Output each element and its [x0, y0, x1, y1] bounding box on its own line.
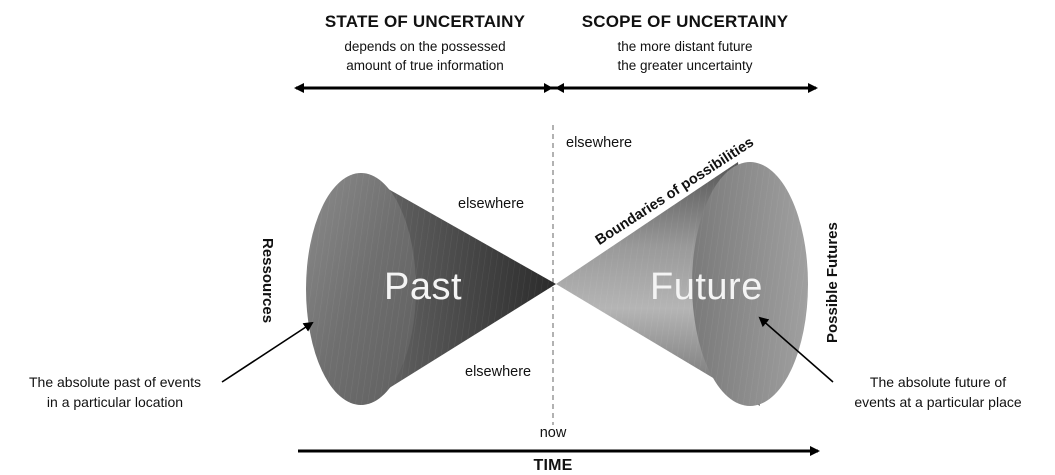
future-annotation-line2: events at a particular place — [854, 394, 1022, 410]
time-label: TIME — [533, 457, 573, 474]
elsewhere-label-lower: elsewhere — [465, 364, 532, 380]
state-of-uncertainty-line1: depends on the possessed — [344, 39, 506, 54]
past-label: Past — [384, 266, 463, 308]
elsewhere-label-top: elsewhere — [566, 135, 633, 151]
scope-of-uncertainty-line2: the greater uncertainty — [617, 58, 753, 73]
past-annotation: The absolute past of events in a particu… — [5, 372, 225, 412]
scope-of-uncertainty-block: SCOPE OF UNCERTAINY the more distant fut… — [560, 12, 810, 75]
state-of-uncertainty-line2: amount of true information — [346, 58, 504, 73]
future-label: Future — [650, 266, 763, 308]
scope-of-uncertainty-line1: the more distant future — [617, 39, 753, 54]
elsewhere-label-upper: elsewhere — [458, 196, 525, 212]
arrow-join-right — [555, 83, 564, 93]
state-of-uncertainty-block: STATE OF UNCERTAINY depends on the posse… — [300, 12, 550, 75]
now-label: now — [539, 425, 567, 441]
future-annotation-arrow — [758, 316, 834, 383]
past-annotation-arrow — [221, 321, 314, 383]
future-annotation: The absolute future of events at a parti… — [828, 372, 1048, 412]
arrow-join-left — [544, 83, 553, 93]
future-annotation-line1: The absolute future of — [869, 374, 1007, 390]
past-annotation-line1: The absolute past of events — [29, 374, 201, 390]
state-of-uncertainty-heading: STATE OF UNCERTAINY — [324, 12, 526, 31]
possible-futures-label: Possible Futures — [824, 222, 841, 343]
scope-of-uncertainty-heading: SCOPE OF UNCERTAINY — [581, 12, 789, 31]
future-cone — [556, 162, 808, 406]
resources-label: Ressources — [259, 238, 276, 324]
past-annotation-line2: in a particular location — [46, 394, 184, 410]
past-cone — [306, 173, 556, 405]
